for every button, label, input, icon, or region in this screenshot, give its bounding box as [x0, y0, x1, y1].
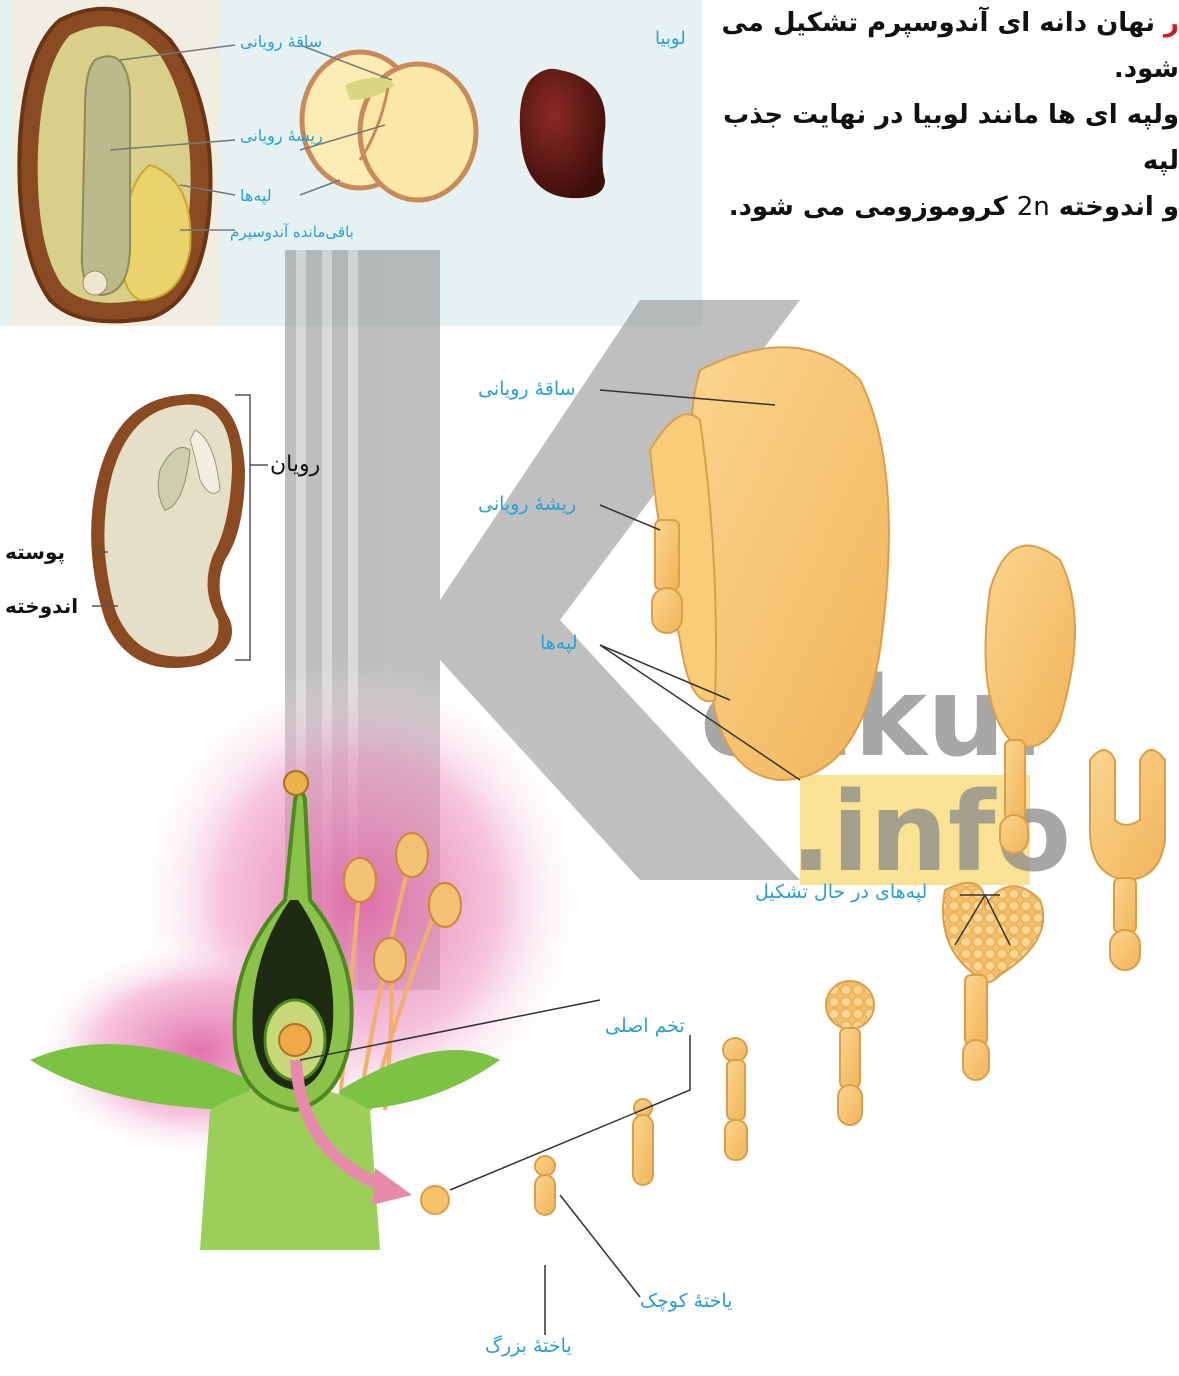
dev-label-embryonic-stem: ساقهٔ رویانی — [478, 378, 576, 400]
bean-title: لوبیا — [655, 28, 686, 49]
corn-label-embryonic-stem: ساقهٔ رویانی — [240, 32, 322, 52]
zygote-cell — [421, 1186, 449, 1214]
corn-label-cotyledons: لپه‌ها — [240, 186, 272, 206]
bean-seed-illustration — [91, 394, 245, 668]
watermark-text-2: .info — [790, 768, 1071, 896]
dev-label-forming-cotyledons: لپه‌های در حال تشکیل — [755, 881, 927, 903]
dev-label-small-cell: یاختهٔ کوچک — [640, 1290, 732, 1312]
bean-seed-label-reserve: اندوخته — [5, 594, 78, 618]
corn-label-endosperm-remnant: باقی‌مانده آندوسپرم — [230, 222, 354, 242]
dev-label-embryonic-root: ریشهٔ رویانی — [478, 493, 576, 515]
dev-label-cotyledons: لپه‌ها — [540, 632, 578, 654]
split-bean-illustration — [302, 52, 476, 200]
bean-seed-label-embryo: رویان — [270, 452, 320, 477]
bean-seed-label-coat: پوسته — [5, 540, 65, 564]
flower-illustration — [30, 660, 590, 1250]
corn-label-embryonic-root: ریشهٔ رویانی — [240, 126, 323, 146]
corn-kernel-illustration — [19, 9, 210, 322]
dev-label-large-cell: یاختهٔ بزرگ — [485, 1335, 572, 1357]
dev-label-zygote: تخم اصلی — [605, 1015, 685, 1037]
